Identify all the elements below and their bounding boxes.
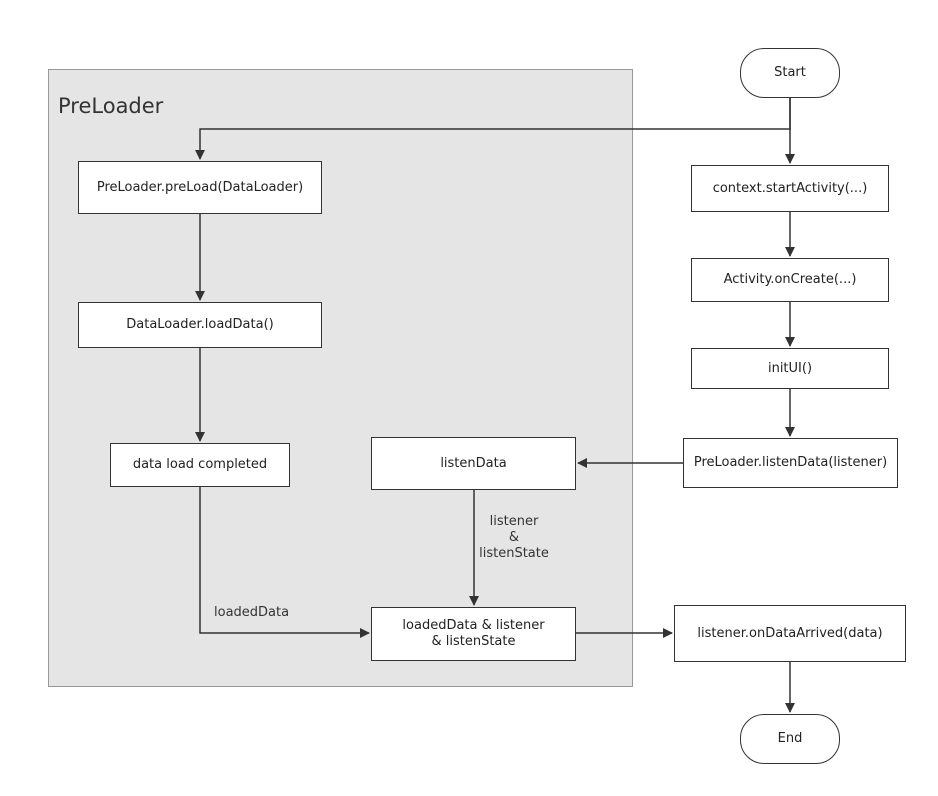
load-data-node: DataLoader.loadData() — [78, 302, 322, 348]
on-data-arrived-node: listener.onDataArrived(data) — [674, 605, 906, 662]
preload-node: PreLoader.preLoad(DataLoader) — [78, 161, 322, 214]
merge-node: loadedData & listener & listenState — [371, 607, 576, 661]
listen-data-call-node: PreLoader.listenData(listener) — [683, 438, 898, 488]
start-activity-node: context.startActivity(...) — [691, 165, 889, 212]
edge-label-loaded-data: loadedData — [214, 605, 290, 620]
edge-start-to-preload — [195, 98, 791, 160]
end-node: End — [740, 714, 840, 764]
on-create-node: Activity.onCreate(...) — [691, 258, 889, 302]
edge-completed-to-merge — [199, 487, 370, 638]
preloader-group-title: PreLoader — [58, 94, 164, 118]
listen-data-node: listenData — [371, 437, 576, 490]
init-ui-node: initUI() — [691, 348, 889, 389]
edge-label-listener-state: listener & listenState — [479, 514, 549, 561]
start-node: Start — [740, 48, 840, 98]
data-load-completed-node: data load completed — [110, 443, 290, 487]
